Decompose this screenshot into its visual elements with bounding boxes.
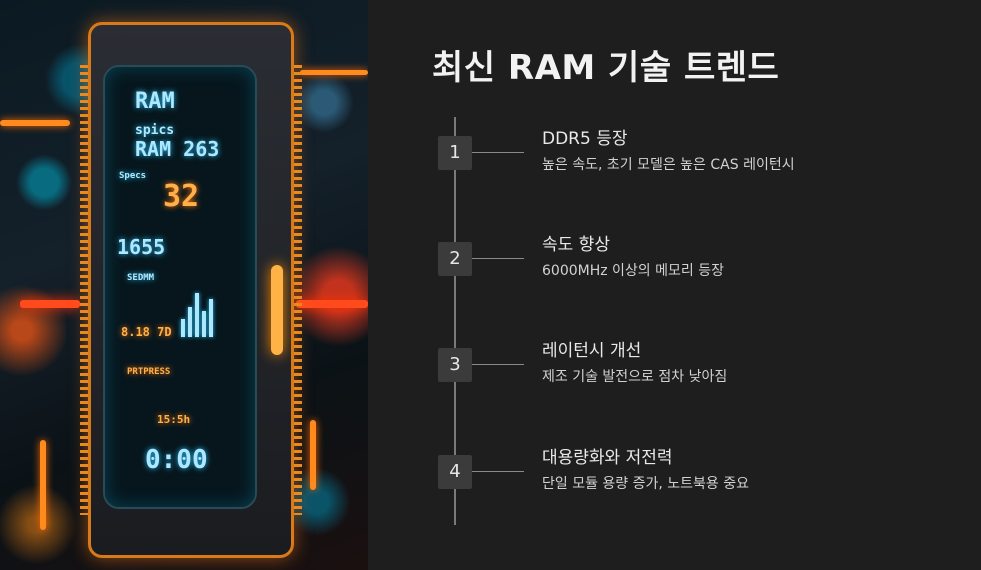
chip-pins-right xyxy=(294,65,302,515)
circuit-trace xyxy=(300,70,368,75)
circuit-trace xyxy=(40,440,46,530)
step-number-badge: 2 xyxy=(438,242,472,276)
timeline-step: 2 속도 향상 6000MHz 이상의 메모리 등장 xyxy=(438,235,898,312)
step-number-badge: 4 xyxy=(438,455,472,489)
screen-text: 0:00 xyxy=(145,445,208,475)
screen-text: Specs xyxy=(119,171,147,181)
step-number-badge: 1 xyxy=(438,136,472,170)
step-description: 6000MHz 이상의 메모리 등장 xyxy=(542,263,724,279)
screen-bar-graph xyxy=(181,287,213,337)
screen-text: RAM 263 xyxy=(135,137,220,161)
circuit-trace xyxy=(20,300,80,308)
screen-text: 1655 xyxy=(117,235,166,259)
circuit-trace xyxy=(310,420,316,490)
chip-glow-bar xyxy=(271,265,283,355)
step-heading: 속도 향상 xyxy=(542,235,610,255)
timeline-step: 4 대용량화와 저전력 단일 모듈 용량 증가, 노트북용 중요 xyxy=(438,448,898,525)
step-heading: 레이턴시 개선 xyxy=(542,341,642,361)
screen-text: SEDMM xyxy=(127,273,155,283)
screen-text: 15:5h xyxy=(157,413,191,426)
screen-text: RAM xyxy=(135,89,175,114)
chip-pins-left xyxy=(80,65,88,515)
step-description: 제조 기술 발전으로 점차 낮아짐 xyxy=(542,369,728,385)
ram-module-illustration: RAM spics RAM 263 Specs 32 1655 SEDMM 8.… xyxy=(0,0,368,570)
timeline-step: 3 레이턴시 개선 제조 기술 발전으로 점차 낮아짐 xyxy=(438,341,898,418)
step-connector xyxy=(472,364,524,365)
step-heading: 대용량화와 저전력 xyxy=(542,448,673,468)
ram-chip: RAM spics RAM 263 Specs 32 1655 SEDMM 8.… xyxy=(80,22,302,558)
screen-text: 8.18 7D xyxy=(121,325,172,339)
step-connector xyxy=(472,258,524,259)
step-connector xyxy=(472,152,524,153)
timeline-line xyxy=(454,117,456,525)
step-description: 높은 속도, 초기 모델은 높은 CAS 레이턴시 xyxy=(542,157,795,173)
circuit-trace xyxy=(0,120,70,126)
page-title: 최신 RAM 기술 트렌드 xyxy=(432,48,780,88)
step-number-badge: 3 xyxy=(438,348,472,382)
screen-text: spics xyxy=(135,123,175,138)
circuit-trace xyxy=(296,300,368,308)
timeline-step: 1 DDR5 등장 높은 속도, 초기 모델은 높은 CAS 레이턴시 xyxy=(438,129,898,206)
chip-screen: RAM spics RAM 263 Specs 32 1655 SEDMM 8.… xyxy=(103,65,257,509)
step-heading: DDR5 등장 xyxy=(542,129,628,149)
screen-text: 32 xyxy=(163,179,200,214)
step-description: 단일 모듈 용량 증가, 노트북용 중요 xyxy=(542,476,750,492)
screen-text: PRTPRESS xyxy=(127,367,171,377)
step-connector xyxy=(472,471,524,472)
